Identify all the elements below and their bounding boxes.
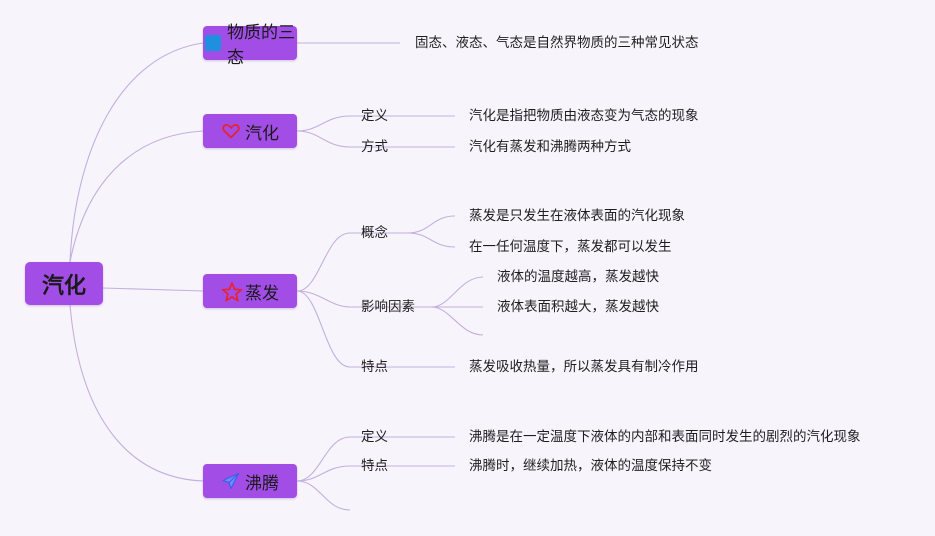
branch-label: 物质的三态 bbox=[227, 23, 295, 68]
detail-factor-2: 液体表面积越大，蒸发越快 bbox=[497, 299, 659, 315]
note-states: 固态、液态、气态是自然界物质的三种常见状态 bbox=[415, 35, 699, 51]
paper-plane-icon bbox=[221, 471, 241, 491]
root-node[interactable]: 汽化 bbox=[25, 262, 103, 305]
detail-definition: 汽化是指把物质由液态变为气态的现象 bbox=[469, 108, 699, 124]
detail-factor-1: 液体的温度越高，蒸发越快 bbox=[497, 269, 659, 285]
detail-feature: 蒸发吸收热量，所以蒸发具有制冷作用 bbox=[469, 359, 699, 375]
sub-label-feature: 特点 bbox=[361, 458, 388, 474]
detail-concept-1: 蒸发是只发生在液体表面的汽化现象 bbox=[469, 208, 685, 224]
star-icon bbox=[221, 281, 243, 302]
root-label: 汽化 bbox=[41, 273, 86, 299]
sub-label-definition: 定义 bbox=[361, 108, 388, 124]
branch-node-evaporation[interactable]: 蒸发 bbox=[203, 274, 297, 308]
detail-boiling-definition: 沸腾是在一定温度下液体的内部和表面同时发生的剧烈的汽化现象 bbox=[469, 429, 861, 445]
branch-label: 汽化 bbox=[245, 123, 279, 144]
branch-label: 沸腾 bbox=[245, 473, 279, 494]
heart-icon bbox=[221, 121, 241, 141]
sub-label-method: 方式 bbox=[361, 139, 388, 155]
blue-square-icon bbox=[203, 33, 223, 53]
sub-label-feature: 特点 bbox=[361, 359, 388, 375]
branch-node-states[interactable]: 物质的三态 bbox=[203, 23, 297, 68]
branch-label: 蒸发 bbox=[245, 283, 279, 304]
branch-node-vaporization[interactable]: 汽化 bbox=[203, 114, 297, 148]
branch-node-boiling[interactable]: 沸腾 bbox=[203, 464, 297, 498]
detail-boiling-feature: 沸腾时，继续加热，液体的温度保持不变 bbox=[469, 458, 712, 474]
sub-label-concept: 概念 bbox=[361, 225, 388, 241]
detail-method: 汽化有蒸发和沸腾两种方式 bbox=[469, 139, 631, 155]
sub-label-definition: 定义 bbox=[361, 429, 388, 445]
detail-concept-2: 在一任何温度下，蒸发都可以发生 bbox=[469, 239, 672, 255]
sub-label-factors: 影响因素 bbox=[361, 299, 415, 315]
